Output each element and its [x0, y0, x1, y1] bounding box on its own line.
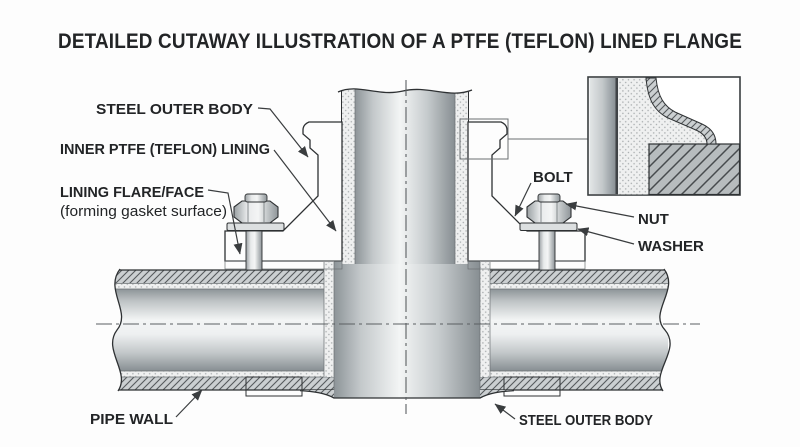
- branch-bore: [355, 84, 455, 264]
- tee-body-column: [299, 261, 515, 399]
- label-nut: NUT: [638, 211, 669, 228]
- bottom-fillet-left: [300, 390, 334, 398]
- bolt-shank-right: [538, 230, 556, 271]
- leader-washer: [577, 227, 635, 245]
- nut-facets-right: [540, 201, 558, 223]
- label-pipe-wall: PIPE WALL: [90, 411, 173, 428]
- break-line-branch-top: [337, 88, 473, 94]
- nut-left: [233, 200, 279, 224]
- leader-steel-outer-body-bottom: [494, 403, 516, 420]
- inset-lining-flare-band: [645, 77, 717, 145]
- column-lining-left: [324, 262, 334, 377]
- leader-lines: [175, 107, 635, 420]
- lining-flare-right: [467, 260, 586, 270]
- lining-flare-faces: [224, 260, 586, 270]
- bolt-assembly-right: [519, 193, 578, 271]
- figure-title: DETAILED CUTAWAY ILLUSTRATION OF A PTFE …: [58, 30, 742, 53]
- break-lines: [94, 58, 712, 394]
- bolt-stud-end-left: [244, 193, 268, 203]
- leader-pipe-wall: [175, 389, 203, 418]
- label-lining-flare-face: LINING FLARE/FACE: [60, 184, 204, 201]
- inset-steel-body: [648, 143, 741, 196]
- inset-pipe-surface: [589, 78, 616, 194]
- label-steel-outer-body-top: STEEL OUTER BODY: [96, 101, 253, 118]
- washer-right: [519, 222, 578, 231]
- column-face: [334, 261, 480, 398]
- branch-lining-right: [455, 84, 468, 264]
- label-steel-outer-body-bottom: STEEL OUTER BODY: [519, 412, 653, 429]
- steel-outer-body-hub-right: [467, 121, 586, 262]
- bolt-assembly-left: [226, 193, 285, 271]
- flange-hubs: [224, 121, 586, 262]
- leader-nut: [565, 201, 635, 218]
- bottom-step-pad-right: [503, 376, 561, 397]
- nut-right: [526, 200, 572, 224]
- label-lining-flare-face-sub: (forming gasket surface): [60, 203, 227, 220]
- branch-lining-left: [342, 84, 355, 264]
- break-line-right: [659, 268, 671, 392]
- inset-bore-edge: [615, 78, 618, 194]
- column-lining-right: [480, 262, 490, 377]
- leader-lining-flare-face: [207, 189, 243, 255]
- bolt-shank-left: [245, 230, 263, 271]
- label-bolt: BOLT: [533, 169, 573, 186]
- label-inner-ptfe-lining: INNER PTFE (TEFLON) LINING: [60, 141, 270, 158]
- lining-flare-left: [224, 260, 343, 270]
- bottom-fillet-right: [480, 390, 514, 398]
- nut-facets-left: [247, 201, 265, 223]
- break-line-left: [111, 268, 123, 392]
- inset-detail-view: [587, 76, 741, 196]
- inset-ptfe-lining: [618, 78, 707, 195]
- leader-bolt: [514, 182, 532, 217]
- branch-pipe: [341, 84, 469, 264]
- bolt-stud-end-right: [537, 193, 561, 203]
- bottom-step-pad-left: [245, 376, 303, 397]
- label-washer: WASHER: [638, 238, 704, 255]
- leader-steel-outer-body-top: [257, 107, 309, 158]
- leader-inner-ptfe-lining: [273, 149, 337, 232]
- steel-outer-body-hub-left: [224, 121, 343, 262]
